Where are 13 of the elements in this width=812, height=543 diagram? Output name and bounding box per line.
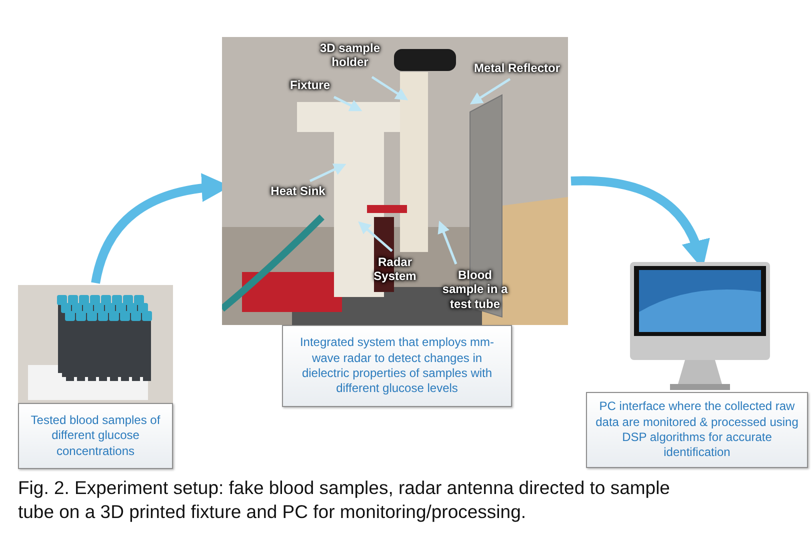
description-box: Tested blood samples of different glucose concentrations	[18, 403, 173, 469]
part-label: Heat Sink	[266, 184, 330, 198]
description-box: PC interface where the collected raw data are monitored & processed using DSP algorithms for accurate identification	[586, 392, 808, 468]
part-label: Fixture	[284, 78, 336, 92]
figure-caption: Fig. 2. Experiment setup: fake blood samples, radar antenna directed to sample tube on a 3D printed fixture and PC for monitoring/processing.	[18, 476, 671, 524]
part-label: Metal Reflector	[468, 61, 566, 76]
leader-arrow	[371, 76, 408, 100]
description-box: Integrated system that employs mm-wave radar to detect changes in dielectric properties of samples with different glucose levels	[282, 325, 512, 407]
part-label: 3D sample holder	[310, 41, 390, 70]
leader-arrow	[333, 96, 362, 112]
leader-arrow	[438, 220, 458, 264]
leader-arrow	[309, 164, 346, 182]
leader-arrow	[470, 78, 511, 104]
